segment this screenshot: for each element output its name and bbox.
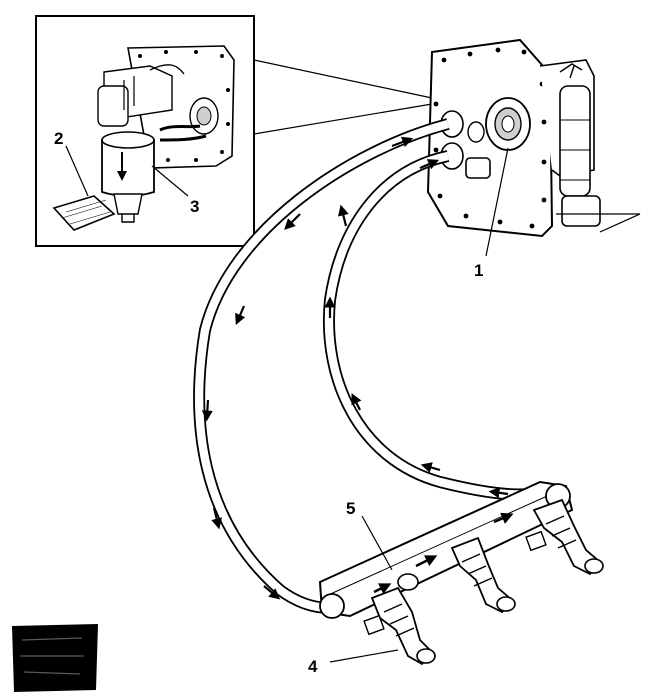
callout-4: 4 bbox=[308, 657, 318, 676]
callout-5: 5 bbox=[346, 499, 355, 518]
arrow-icon bbox=[351, 393, 362, 411]
arrow-icon bbox=[337, 204, 349, 227]
strainer bbox=[52, 195, 116, 231]
supply-line bbox=[193, 118, 450, 614]
fuel-filter bbox=[101, 131, 155, 223]
arrow-icon bbox=[488, 487, 509, 499]
inset-pump bbox=[97, 64, 207, 142]
arrow-icon bbox=[419, 159, 440, 170]
arrow-icon bbox=[211, 507, 223, 530]
injector bbox=[450, 536, 516, 614]
callout-3: 3 bbox=[190, 197, 199, 216]
fuel-rail bbox=[318, 480, 574, 619]
arrow-icon bbox=[263, 585, 281, 600]
arrow-icon bbox=[284, 213, 301, 230]
callout-2: 2 bbox=[54, 129, 63, 148]
arrow-icon bbox=[493, 512, 514, 524]
arrow-icon bbox=[415, 555, 438, 568]
flow-arrows bbox=[201, 136, 509, 600]
fuel-pump-module bbox=[539, 59, 641, 233]
arrow-icon bbox=[391, 136, 414, 148]
injector bbox=[525, 498, 604, 576]
arrow-icon bbox=[201, 399, 213, 422]
arrow-icon bbox=[373, 583, 392, 595]
injector bbox=[363, 586, 436, 666]
arrow-icon bbox=[235, 305, 246, 326]
arrow-icon bbox=[420, 462, 441, 473]
return-line bbox=[323, 150, 531, 501]
callout-1: 1 bbox=[474, 261, 483, 280]
scribble-mark bbox=[12, 624, 98, 692]
tank-flange-assembly bbox=[426, 38, 641, 238]
inset-detail: 2 3 bbox=[35, 15, 433, 247]
connector-socket bbox=[485, 97, 531, 151]
